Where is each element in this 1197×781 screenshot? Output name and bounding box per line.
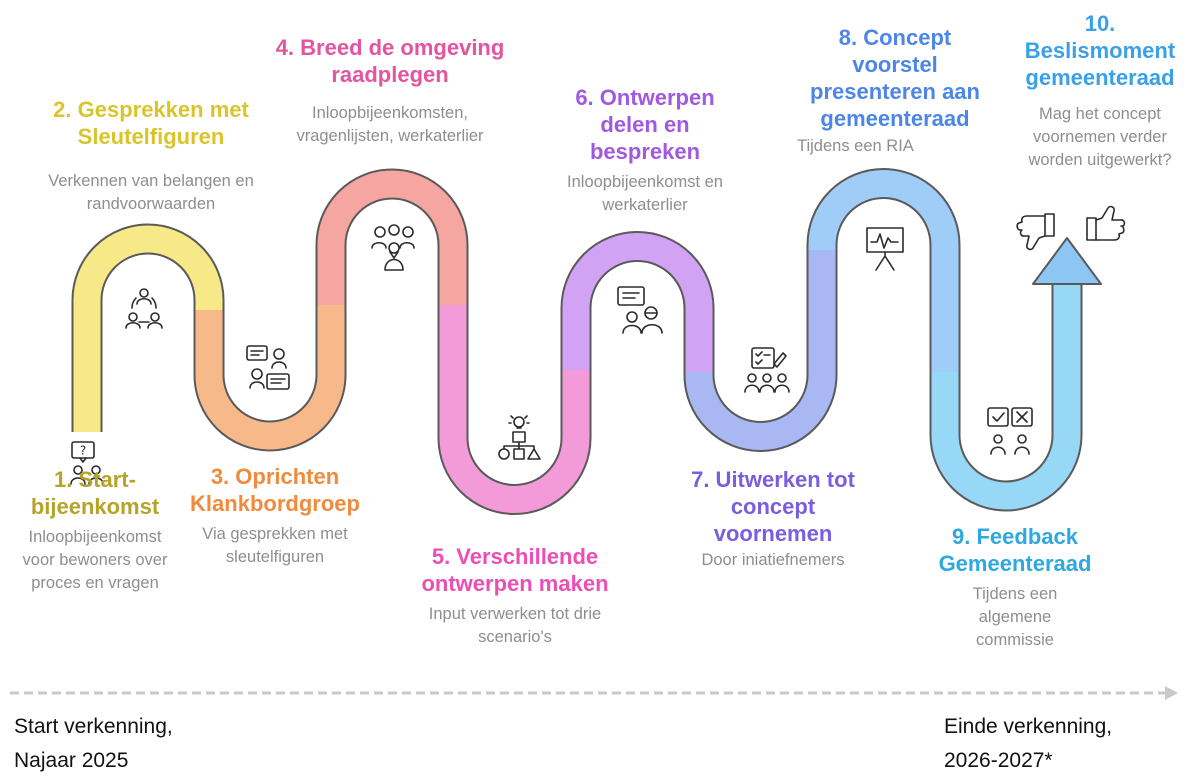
stage-4-title: 4. Breed de omgeving raadplegen <box>275 35 505 87</box>
discussion-icon <box>617 286 663 334</box>
road-path <box>71 168 1102 515</box>
presentation-board-icon <box>866 227 904 271</box>
stage-3-description: Via gesprekken met sleutelfiguren <box>202 525 348 566</box>
stage-8-description: Tijdens een RIA <box>797 137 914 155</box>
timeline-end: Einde verkenning, 2026-2027* <box>944 710 1112 778</box>
question-people-icon: ? <box>70 441 104 485</box>
stage-5: 5. Verschillende ontwerpen maken Input v… <box>395 543 635 649</box>
stage-5-title: 5. Verschillende ontwerpen maken <box>421 544 609 596</box>
road-segment-5 <box>562 233 713 372</box>
road-segment-8 <box>931 285 1081 510</box>
road-segment-3 <box>317 170 467 305</box>
stage-4: 4. Breed de omgeving raadplegen Inloopbi… <box>255 34 525 148</box>
stage-8-title: 8. Concept voorstel presenteren aan geme… <box>810 25 980 131</box>
stage-10-description: Mag het concept voornemen verder worden … <box>1028 105 1172 169</box>
stage-2-description: Verkennen van belangen en randvoorwaarde… <box>48 172 254 213</box>
road-segment-4 <box>439 305 590 513</box>
stage-9-description: Tijdens een algemene commissie <box>972 585 1058 649</box>
timeline-end-label: Einde verkenning, <box>944 715 1113 738</box>
svg-text:?: ? <box>80 444 86 458</box>
group-circle-icon <box>125 288 163 329</box>
stage-6-title: 6. Ontwerpen delen en bespreken <box>575 85 715 164</box>
stage-9: 9. Feedback Gemeenteraad Tijdens een alg… <box>905 523 1125 652</box>
stage-9-title: 9. Feedback Gemeenteraad <box>938 524 1092 576</box>
timeline-end-date: 2026-2027* <box>944 749 1053 772</box>
stage-2: 2. Gesprekken met Sleutelfiguren Verkenn… <box>20 96 282 216</box>
stage-7-title: 7. Uitwerken tot concept voornemen <box>691 467 855 546</box>
timeline-start: Start verkenning, Najaar 2025 <box>14 710 173 778</box>
stage-3: 3. Oprichten Klankbordgroep Via gesprekk… <box>165 463 385 569</box>
stage-6-description: Inloopbijeenkomst en werkaterlier <box>567 173 723 214</box>
stage-1-title: 1. Start-bijeenkomst <box>30 467 160 519</box>
vote-people-icon <box>987 407 1033 455</box>
team-consult-icon <box>371 224 415 271</box>
stage-2-title: 2. Gesprekken met Sleutelfiguren <box>53 97 249 149</box>
stage-1-description: Inloopbijeenkomst voor bewoners over pro… <box>22 528 168 592</box>
timeline-start-label: Start verkenning, <box>14 715 173 738</box>
idea-flowchart-icon <box>498 415 541 460</box>
timeline-arrowhead <box>1165 686 1178 700</box>
checklist-team-icon <box>744 347 790 393</box>
stage-10: 10. Beslismoment gemeenteraad Mag het co… <box>1005 10 1195 172</box>
road-segment-1 <box>73 225 223 432</box>
road-segment-2 <box>195 305 345 450</box>
thumbs-down-icon <box>1016 213 1055 251</box>
stage-1: 1. Start-bijeenkomst Inloopbijeenkomst v… <box>0 466 190 595</box>
stage-10-title: 10. Beslismoment gemeenteraad <box>1024 11 1176 90</box>
stage-5-description: Input verwerken tot drie scenario's <box>428 605 602 646</box>
stage-7-description: Door iniatiefnemers <box>701 551 845 569</box>
stage-4-description: Inloopbijeenkomsten, vragenlijsten, werk… <box>296 104 484 145</box>
road-arrowhead <box>1032 237 1102 285</box>
stage-7: 7. Uitwerken tot concept voornemen Door … <box>668 466 878 572</box>
timeline-start-date: Najaar 2025 <box>14 749 129 772</box>
stage-8: 8. Concept voorstel presenteren aan geme… <box>775 24 1015 158</box>
chat-people-icon <box>246 345 290 390</box>
thumbs-up-icon <box>1086 205 1126 241</box>
road-segment-7 <box>808 170 959 372</box>
stage-3-title: 3. Oprichten Klankbordgroep <box>190 464 360 516</box>
stage-6: 6. Ontwerpen delen en bespreken Inloopbi… <box>545 84 745 217</box>
road-segment-6 <box>685 250 836 450</box>
